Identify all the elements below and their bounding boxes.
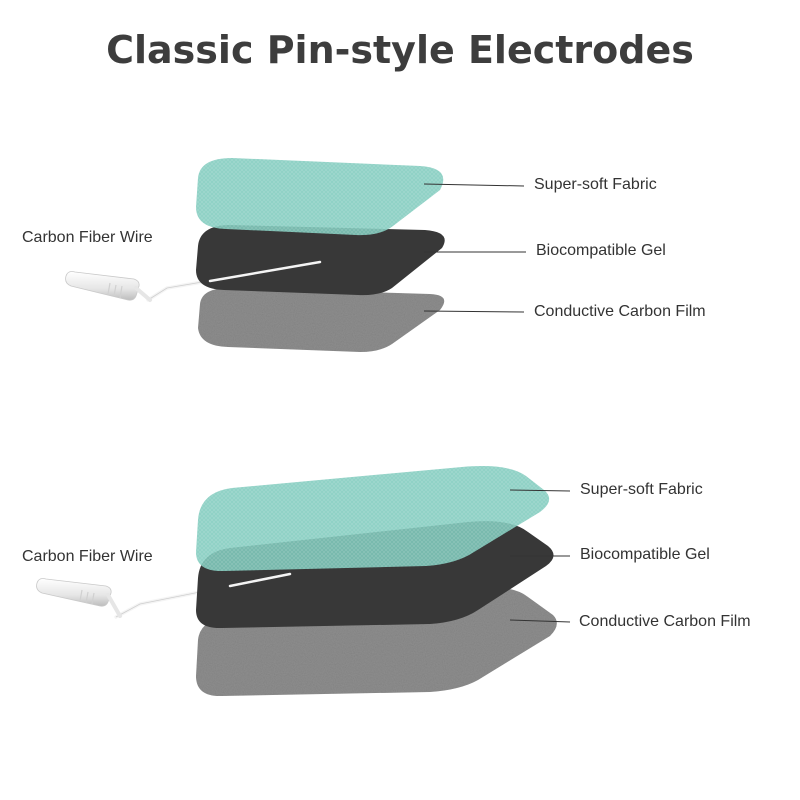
pin-connector-icon: [65, 271, 152, 302]
wire-label-2: Carbon Fiber Wire: [22, 548, 153, 565]
wire-label-1: Carbon Fiber Wire: [22, 229, 153, 246]
pin-connector-icon: [36, 578, 122, 618]
carbon-film-layer-1: [198, 287, 445, 352]
fabric-label-1: Super-soft Fabric: [534, 176, 657, 193]
film-label-2: Conductive Carbon Film: [579, 613, 751, 630]
diagram-rectangle: [36, 466, 571, 697]
fabric-label-2: Super-soft Fabric: [580, 481, 703, 498]
leader-line-film-2: [509, 619, 571, 623]
diagram-square: [65, 158, 526, 352]
film-label-1: Conductive Carbon Film: [534, 303, 706, 320]
gel-layer-1: [196, 225, 445, 296]
leader-line-fabric-2: [509, 489, 571, 492]
gel-label-1: Biocompatible Gel: [536, 242, 666, 259]
leader-line-film-1: [423, 310, 525, 313]
leader-line-fabric-1: [423, 183, 525, 187]
page-title: Classic Pin-style Electrodes: [106, 28, 694, 72]
gel-label-2: Biocompatible Gel: [580, 546, 710, 563]
